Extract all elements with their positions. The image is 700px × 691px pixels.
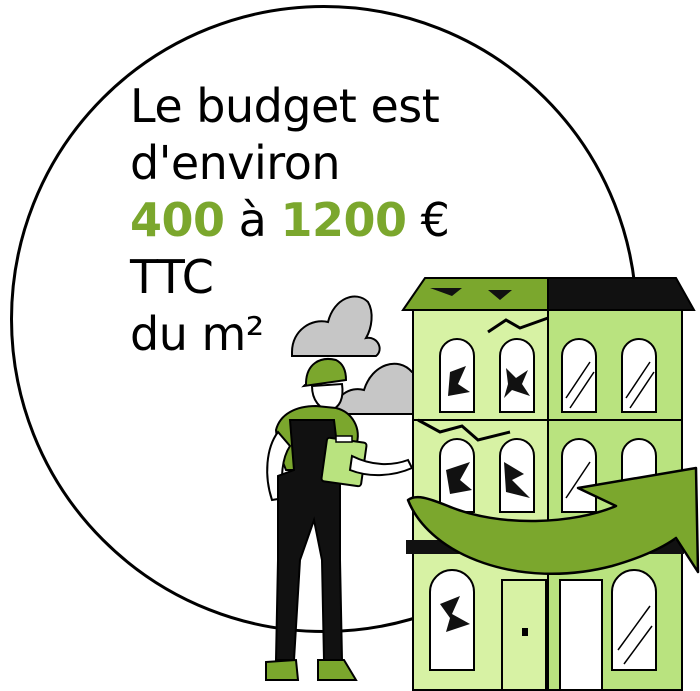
- cloud-icon: [291, 295, 381, 357]
- cloud-icon: [332, 362, 421, 415]
- headline-line-2: d'environ: [130, 136, 341, 190]
- headline-line-4: TTC: [130, 250, 214, 304]
- price-max: 1200: [280, 193, 407, 247]
- arrow-up-right-icon: [406, 466, 700, 575]
- worker-icon: [265, 358, 414, 681]
- headline-price-range: 400 à 1200 €: [130, 192, 490, 249]
- price-min: 400: [130, 193, 225, 247]
- headline-line-5: du m²: [130, 307, 264, 361]
- currency-symbol: €: [420, 193, 450, 247]
- headline-line-1: Le budget est: [130, 79, 440, 133]
- clipboard-icon: [320, 435, 368, 488]
- headline: Le budget est d'environ 400 à 1200 € TTC…: [130, 78, 490, 363]
- price-connector: à: [238, 193, 267, 247]
